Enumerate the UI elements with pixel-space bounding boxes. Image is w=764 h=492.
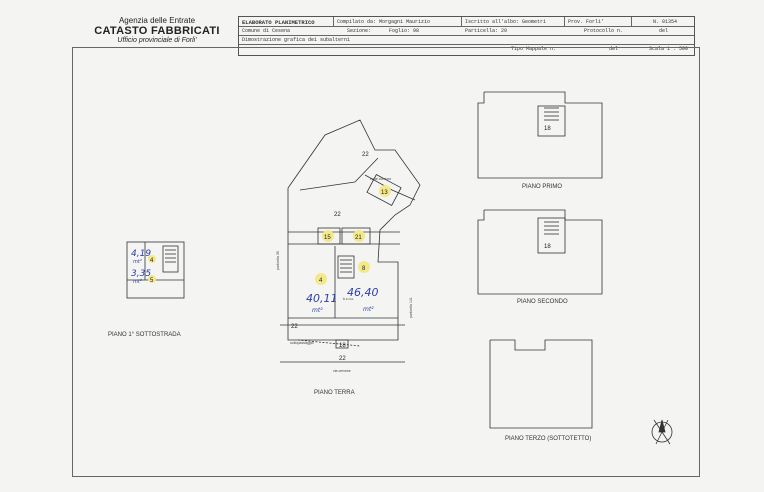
room-18-primo: 18 [544, 126, 551, 132]
via-label: via cervese [333, 369, 351, 373]
office-city: Forli' [181, 37, 197, 44]
catasto-title: CATASTO FABBRICATI [94, 25, 220, 37]
compiled-by: Compilato da: Morgagni Maurizio [337, 19, 431, 25]
particella: Particella: 29 [465, 28, 508, 34]
label-piano-terzo: PIANO TERZO (SOTTOTETTO) [505, 436, 591, 442]
particella-35-label: particella 35 [276, 251, 280, 270]
tipo-mappale: Tipo Mappale n. [511, 46, 557, 52]
agency-name: Agenzia delle Entrate [118, 16, 196, 25]
scale: Scala 1 : 500 [649, 46, 689, 52]
area-46-40: 46,40 [347, 286, 379, 299]
dimostrazione: Dimostrazione grafica dei subalterni [242, 37, 351, 43]
header-divider [333, 17, 334, 26]
doc-type: ELABORATO PLANIMETRICO [242, 19, 315, 26]
sezione: Sezione: [347, 28, 372, 34]
bcnc-label: b.c.n.c. [343, 297, 354, 301]
plan-piano-secondo [477, 209, 603, 295]
plan-annotations: corte comune b.c.n.c. via cervese partic… [276, 177, 413, 373]
header-divider [631, 17, 632, 26]
protocollo: Protocollo n. [584, 28, 624, 34]
label-piano-terra: PIANO TERRA [314, 390, 355, 396]
comune: Comune di Cesena [242, 28, 291, 34]
header-rule [239, 26, 694, 27]
header-divider [564, 17, 565, 26]
room-numbers: 18 18 13 22 22 15 21 4 8 22 18 22 4 5 [150, 126, 551, 362]
plan-piano-primo [477, 91, 603, 179]
handwritten-areas: 40,11 mt² 46,40 mt² 4,19 mt² 3,35 mt² [131, 249, 379, 314]
basement-area-4-19-unit: mt² [133, 259, 142, 265]
area-40-11-unit: mt² [312, 307, 323, 314]
basement-area-3-35-unit: mt² [133, 279, 142, 285]
foglio: Foglio: 98 [389, 28, 420, 34]
room-22-left: 22 [291, 324, 298, 330]
tipo-date: del [609, 46, 619, 52]
area-46-40-unit: mt² [363, 306, 374, 313]
basement-area-4-19: 4,19 [131, 249, 151, 259]
room-18-secondo: 18 [544, 244, 551, 250]
basement-room-4: 4 [150, 258, 154, 264]
plan-piano-terra [280, 119, 421, 363]
basement-area-3-35: 3,35 [131, 269, 151, 279]
sheet-number: N. 01354 [653, 19, 678, 25]
room-21: 21 [355, 235, 362, 241]
label-piano-secondo: PIANO SECONDO [517, 299, 568, 305]
basement-room-5: 5 [150, 278, 154, 284]
header-divider [461, 17, 462, 26]
room-4: 4 [319, 278, 323, 284]
corte-comune-label: corte comune [370, 177, 391, 181]
agency-logo: Agenzia delle Entrate CATASTO FABBRICATI… [92, 16, 222, 44]
label-piano-sottostrada: PIANO 1° SOTTOSTRADA [108, 332, 181, 338]
room-8: 8 [362, 266, 366, 272]
header-rule [239, 35, 694, 36]
protocollo-date: del [659, 28, 669, 34]
office-prefix: Ufficio provinciale di [117, 37, 180, 44]
label-piano-primo: PIANO PRIMO [522, 184, 562, 190]
room-13: 13 [381, 190, 388, 196]
header-table: ELABORATO PLANIMETRICO Compilato da: Mor… [238, 16, 695, 56]
room-22-bottom: 22 [339, 356, 346, 362]
room-22-top: 22 [362, 152, 369, 158]
header-rule [239, 44, 694, 45]
room-15: 15 [324, 235, 331, 241]
registered: Iscritto all'albo: Geometri [465, 19, 547, 25]
highlight-markers [148, 185, 391, 285]
north-arrow-icon [651, 419, 673, 445]
drawing-frame [72, 47, 700, 477]
province: Prov. Forli' [568, 19, 605, 25]
room-22-mid: 22 [334, 212, 341, 218]
particella-141-label: particella 141 [409, 297, 413, 318]
office-line: Ufficio provinciale di Forli' [92, 37, 222, 44]
room-18-bottom: 18 [339, 343, 346, 349]
sottopassaggio-label: sottopassaggio [290, 341, 314, 345]
area-40-11: 40,11 [306, 292, 338, 305]
plan-piano-terzo [489, 339, 593, 429]
